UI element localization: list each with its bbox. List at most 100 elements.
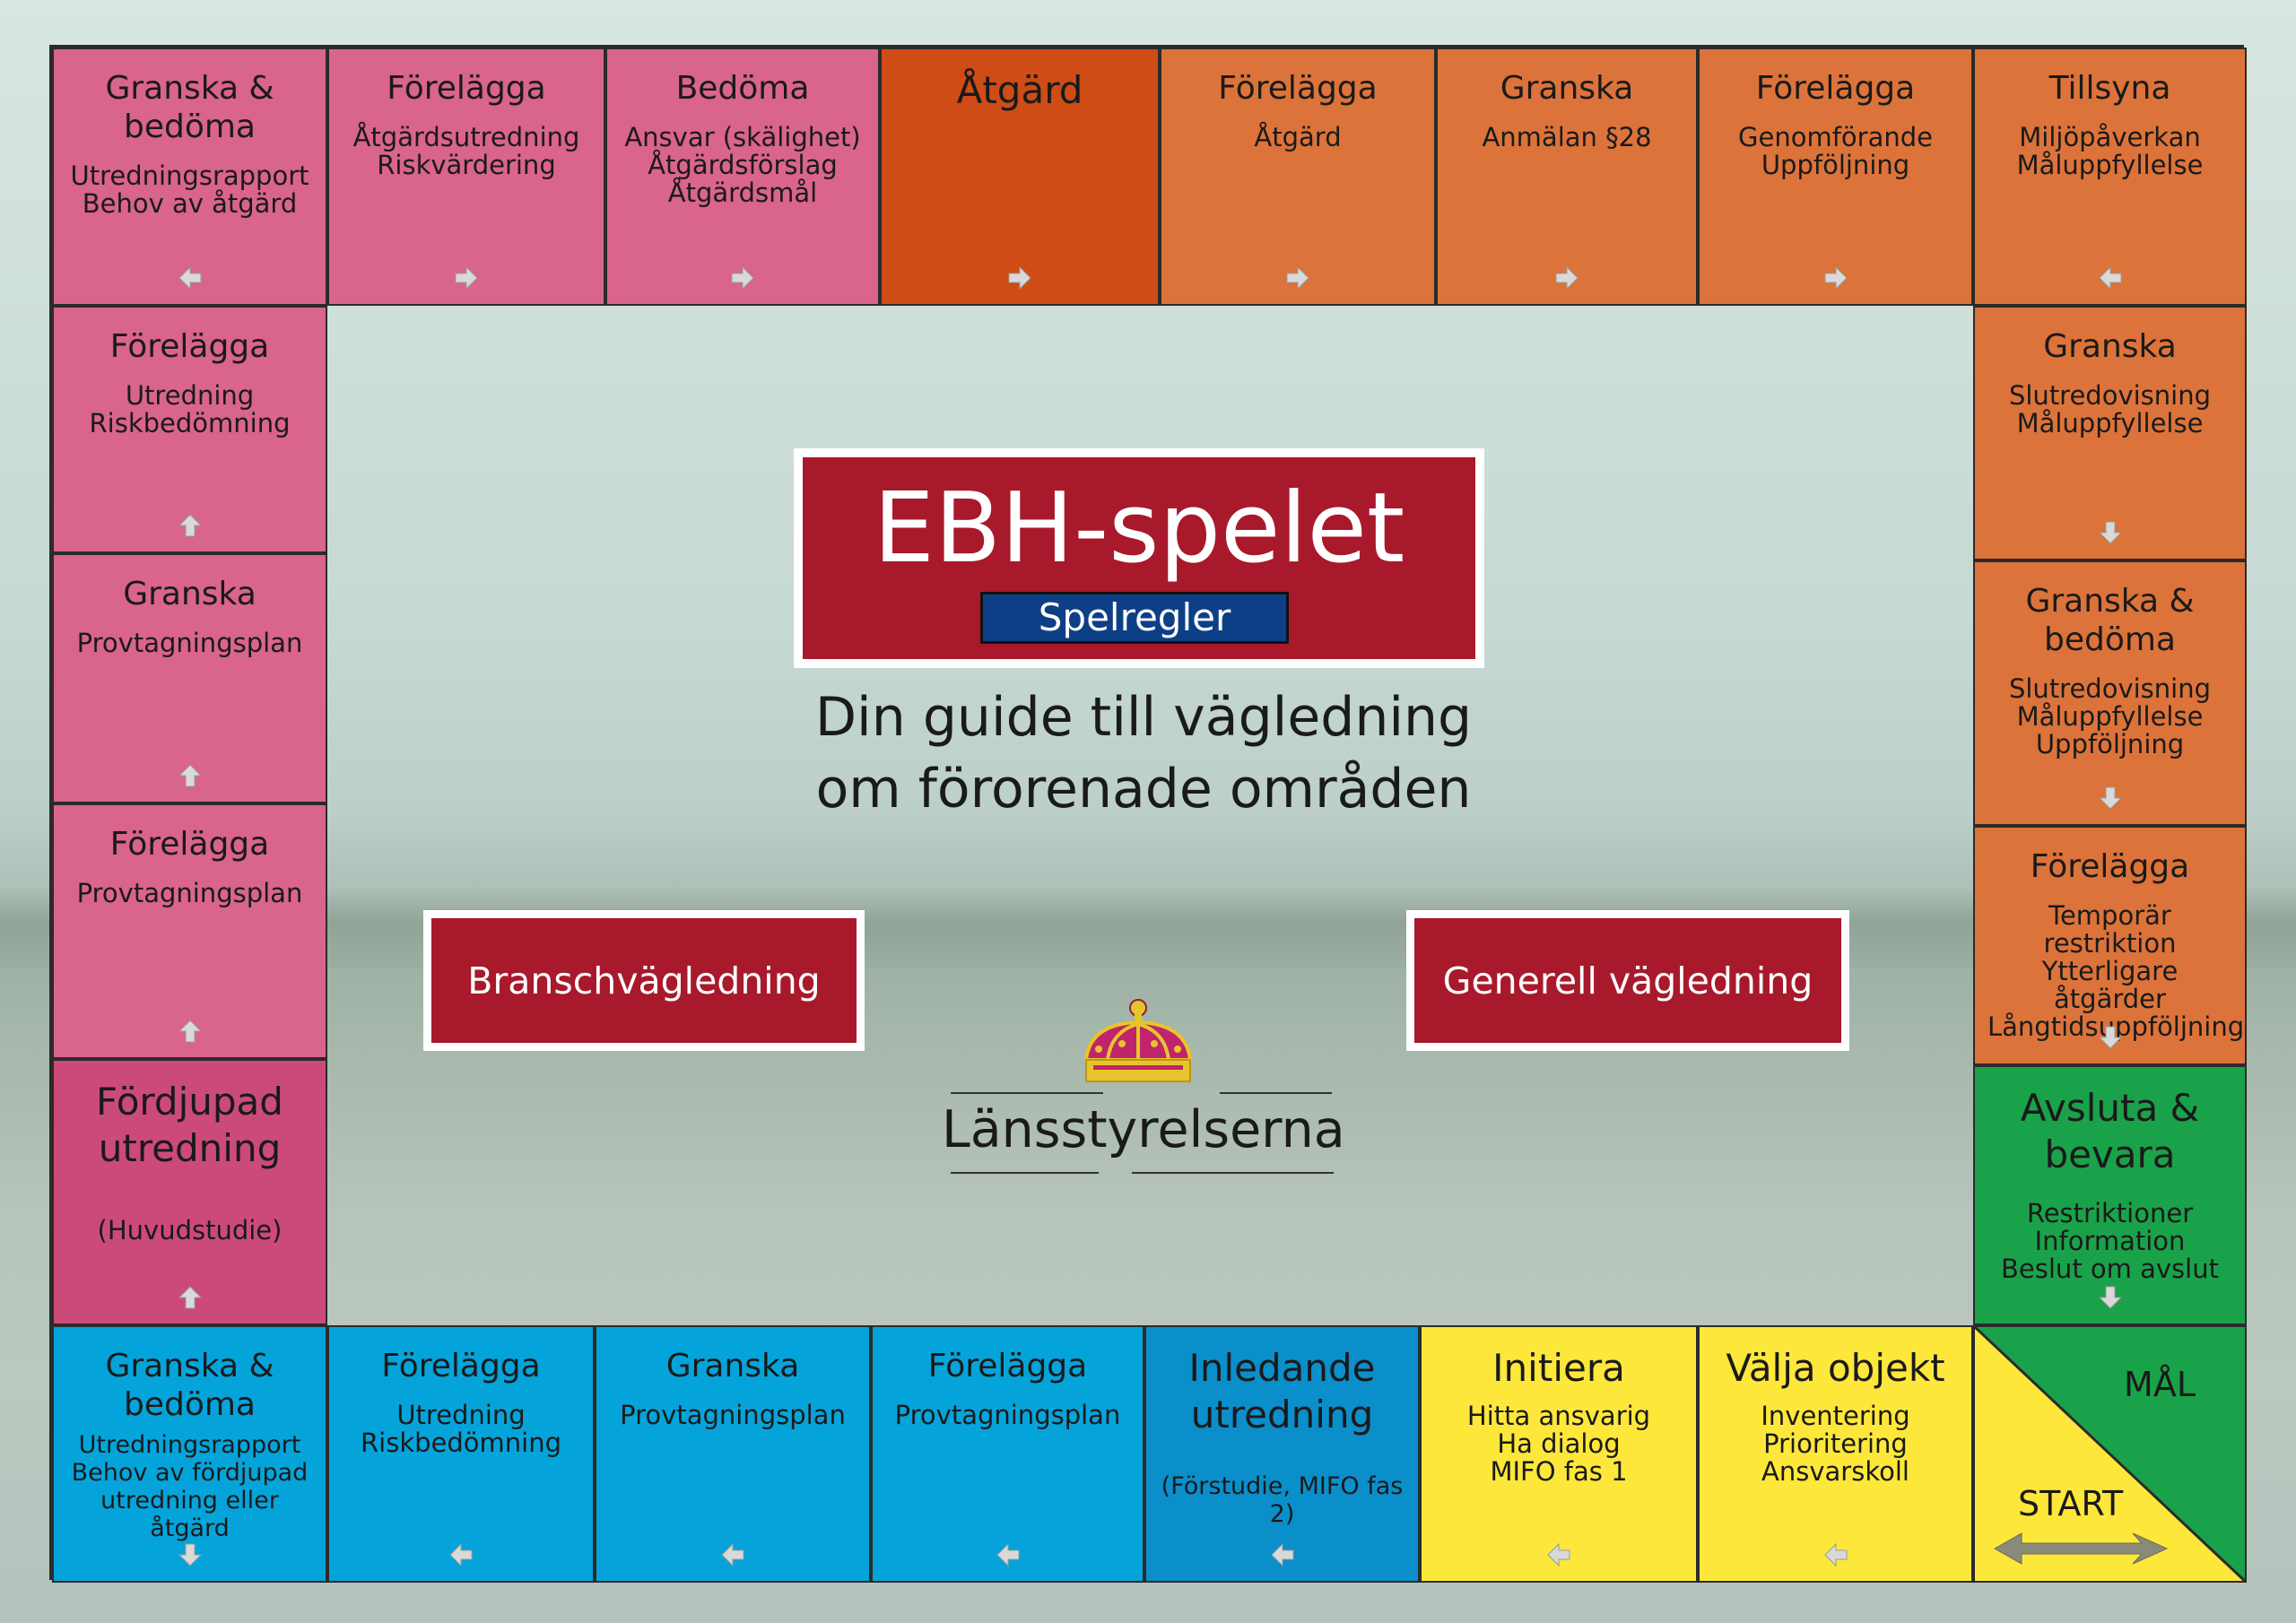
title-box: EBH-spelet Spelregler <box>794 448 1484 668</box>
background-treeline <box>0 888 2296 968</box>
space-description: Hitta ansvarig Ha dialog MIFO fas 1 <box>1466 1401 1651 1487</box>
space-title: Förelägga <box>1218 70 1378 107</box>
space-title: Granska & bedöma <box>105 1348 274 1423</box>
left-arrow-icon <box>1822 1541 1849 1568</box>
space-title: Förelägga <box>927 1348 1088 1384</box>
down-arrow-icon <box>177 1541 204 1568</box>
left-arrow-icon <box>177 265 204 291</box>
left-arrow-icon <box>448 1541 474 1568</box>
space-description: Åtgärdsutredning Riskvärdering <box>352 122 580 180</box>
space-description: Utredningsrapport Behov av åtgärd <box>70 161 309 219</box>
left-arrow-icon <box>1269 1541 1296 1568</box>
space-description: Slutredovisning Måluppfyllelse Uppföljni… <box>2008 673 2212 759</box>
space-description: Utredning Riskbedömning <box>361 1400 561 1458</box>
space-title: Granska <box>2043 328 2177 365</box>
general-guidance-label: Generell vägledning <box>1414 918 1841 1043</box>
space-description: Provtagningsplan <box>894 1400 1121 1430</box>
up-arrow-icon <box>177 762 204 789</box>
down-arrow-icon <box>2097 785 2124 812</box>
down-arrow-icon <box>2097 519 2124 546</box>
space-description: Provtagningsplan <box>620 1400 846 1430</box>
space-description: Miljöpåverkan Måluppfyllelse <box>2016 122 2204 180</box>
space-title: Inledande utredning <box>1188 1346 1376 1436</box>
space-description: Ansvar (skälighet) Åtgärdsförslag Åtgärd… <box>624 122 861 208</box>
space-description: Slutredovisning Måluppfyllelse <box>2008 380 2212 438</box>
up-arrow-icon <box>177 512 204 539</box>
space-title: Förelägga <box>109 826 270 863</box>
up-arrow-icon <box>177 1284 204 1311</box>
space-title: Förelägga <box>109 328 270 365</box>
space-title: Granska <box>1500 70 1634 107</box>
start-label: START <box>2018 1484 2124 1523</box>
up-arrow-icon <box>177 1018 204 1045</box>
left-space-4[interactable]: Fördjupad utredning(Huvudstudie) <box>52 1059 327 1325</box>
space-title: Välja objekt <box>1726 1346 1945 1390</box>
right-arrow-icon <box>1553 265 1580 291</box>
space-title: Avsluta & bevara <box>2020 1086 2200 1176</box>
space-title: Förelägga <box>2030 848 2190 885</box>
left-arrow-icon <box>1545 1541 1572 1568</box>
right-arrow-icon <box>1822 265 1849 291</box>
space-title: Initiera <box>1492 1346 1625 1390</box>
industry-guidance-label: Branschvägledning <box>431 918 857 1043</box>
space-title: Förelägga <box>387 70 546 107</box>
game-title: EBH-spelet <box>873 473 1405 585</box>
tagline-line-2: om förorenade områden <box>815 758 1472 820</box>
logo-rule-top-right <box>1220 1092 1332 1094</box>
space-title: Granska <box>123 576 257 612</box>
logo-rule-bottom-left <box>951 1172 1099 1174</box>
right-arrow-icon <box>1006 265 1033 291</box>
tagline-line-1: Din guide till vägledning <box>814 686 1473 749</box>
space-description: Genomförande Uppföljning <box>1738 122 1933 180</box>
general-guidance-button[interactable]: Generell vägledning <box>1406 910 1849 1051</box>
space-description: Provtagningsplan <box>76 628 303 658</box>
space-title: Förelägga <box>1755 70 1916 107</box>
industry-guidance-button[interactable]: Branschvägledning <box>423 910 865 1051</box>
space-title: Granska <box>665 1348 800 1384</box>
space-description: (Huvudstudie) <box>97 1215 283 1245</box>
logo-rule-bottom-right <box>1132 1172 1334 1174</box>
top-space-4[interactable]: Åtgärd <box>880 48 1160 306</box>
space-description: Provtagningsplan <box>76 878 303 908</box>
tagline: Din guide till vägledning om förorenade … <box>700 681 1587 825</box>
rules-badge[interactable]: Spelregler <box>980 592 1289 644</box>
space-title: Förelägga <box>381 1348 541 1384</box>
bottom-space-5[interactable]: Inledande utredning (Förstudie, MIFO fas … <box>1144 1325 1420 1583</box>
space-description: Anmälan §28 <box>1482 122 1652 152</box>
space-description: Utredningsrapport Behov av fördjupad utr… <box>71 1431 309 1542</box>
space-description: Inventering Prioritering Ansvarskoll <box>1761 1401 1910 1487</box>
space-title: Åtgärd <box>956 68 1083 112</box>
space-title: Bedöma <box>675 70 810 107</box>
space-description: Utredning Riskbedömning <box>89 380 291 438</box>
left-arrow-icon <box>995 1541 1022 1568</box>
logo-rule-top-left <box>951 1092 1103 1094</box>
right-arrow-icon <box>1284 265 1311 291</box>
down-arrow-icon <box>2097 1284 2124 1311</box>
left-arrow-icon <box>2097 265 2124 291</box>
space-description: (Förstudie, MIFO fas 2) <box>1161 1472 1404 1528</box>
space-title: Tillsyna <box>2048 70 2171 107</box>
right-arrow-icon <box>729 265 756 291</box>
